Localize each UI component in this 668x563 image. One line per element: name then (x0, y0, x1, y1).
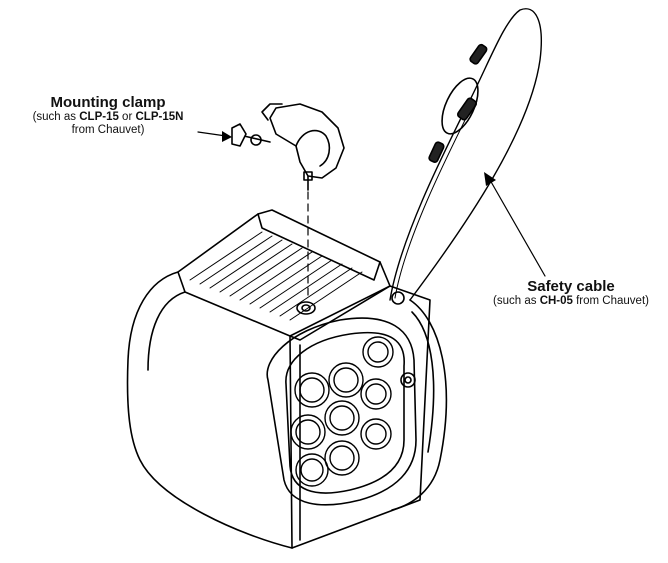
safety-cable-icon (389, 8, 546, 301)
safety-cable-note-suffix: from Chauvet) (572, 295, 649, 308)
safety-cable-note: (such as CH-05 from Chauvet) (480, 295, 662, 308)
safety-cable-note-prefix: (such as (493, 295, 540, 308)
safety-cable-title: Safety cable (527, 278, 615, 295)
mounting-clamp-model-a: CLP-15 (79, 111, 119, 124)
mounting-clamp-title: Mounting clamp (50, 94, 166, 111)
mounting-clamp-note-line1: (such as CLP-15 or CLP-15N (10, 111, 206, 124)
mounting-clamp-note-mid: or (118, 111, 136, 124)
mounting-clamp-icon (197, 103, 345, 297)
mounting-clamp-label: Mounting clamp (such as CLP-15 or CLP-15… (10, 94, 206, 138)
mounting-clamp-note-prefix: (such as (32, 111, 80, 124)
mounting-clamp-note-line2: from Chauvet) (71, 124, 145, 137)
safety-cable-label: Safety cable (such as CH-05 from Chauvet… (480, 278, 662, 308)
safety-cable-model: CH-05 (539, 295, 573, 308)
mounting-clamp-model-b: CLP-15N (135, 111, 184, 124)
led-fixture-icon (126, 209, 448, 549)
